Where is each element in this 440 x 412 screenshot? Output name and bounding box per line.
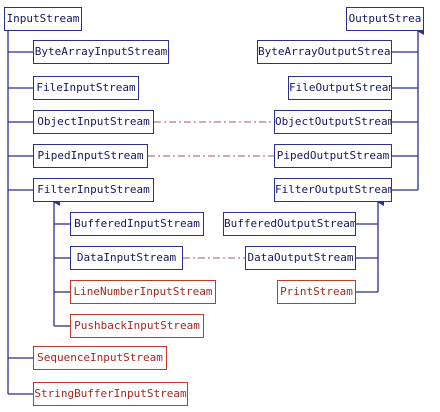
node-buffered-input: BufferedInputStream bbox=[70, 212, 204, 236]
node-file-input: FileInputStream bbox=[33, 76, 139, 100]
node-object-input: ObjectInputStream bbox=[33, 110, 154, 134]
node-file-output: FileOutputStream bbox=[288, 76, 392, 100]
node-data-output: DataOutputStream bbox=[245, 246, 356, 270]
node-bytearray-input: ByteArrayInputStream bbox=[33, 40, 169, 64]
node-piped-output: PipedOutputStream bbox=[274, 144, 392, 168]
node-sequence-input: SequenceInputStream bbox=[33, 346, 167, 370]
node-object-output: ObjectOutputStream bbox=[274, 110, 392, 134]
node-buffered-output: BufferedOutputStream bbox=[223, 212, 356, 236]
node-inputstream: InputStream bbox=[4, 7, 82, 31]
node-piped-input: PipedInputStream bbox=[33, 144, 148, 168]
node-filter-input: FilterInputStream bbox=[33, 178, 154, 202]
node-stringbuffer-input: StringBufferInputStream bbox=[33, 382, 188, 406]
node-filter-output: FilterOutputStream bbox=[274, 178, 392, 202]
node-data-input: DataInputStream bbox=[70, 246, 183, 270]
node-print-stream: PrintStream bbox=[277, 280, 356, 304]
node-linenumber-input: LineNumberInputStream bbox=[70, 280, 216, 304]
node-pushback-input: PushbackInputStream bbox=[70, 314, 204, 338]
node-bytearray-output: ByteArrayOutputStream bbox=[257, 40, 392, 64]
node-outputstream: OutputStrea bbox=[346, 7, 424, 31]
